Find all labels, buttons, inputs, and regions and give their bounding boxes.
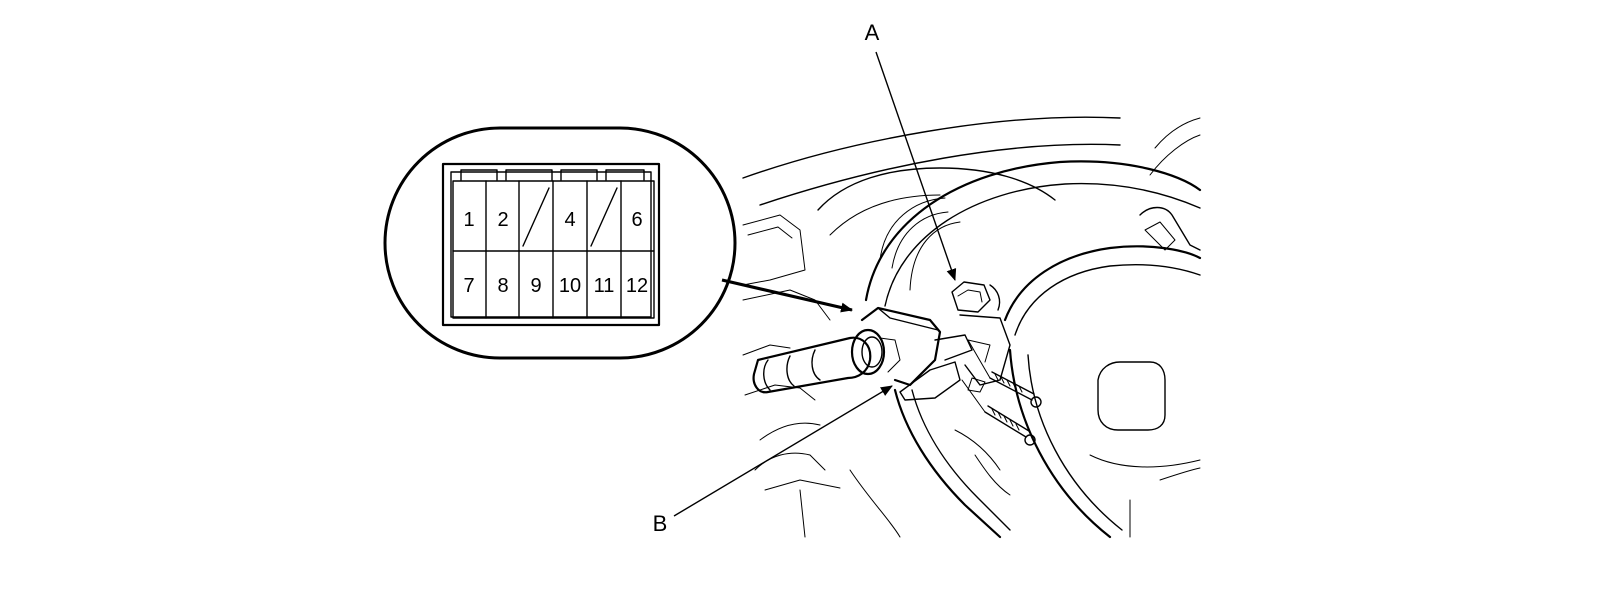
empty-cavity-mark (522, 187, 550, 247)
connector-housing (441, 162, 661, 327)
callout-b-label: B (653, 511, 668, 536)
pin-label: 4 (564, 209, 575, 231)
pin-label: 6 (631, 209, 642, 231)
pin-label: 1 (463, 209, 474, 231)
connector-inset: 1 2 4 6 7 8 9 10 11 12 (383, 126, 737, 360)
callout-b-leader (673, 385, 893, 517)
inset-pointer-arrow (721, 278, 853, 313)
inset-bubble (383, 126, 737, 360)
empty-cavity-mark (590, 187, 618, 247)
screw (989, 371, 1042, 408)
callout-a-label: A (865, 20, 880, 45)
pin-label: 2 (497, 209, 508, 231)
pin-label: 9 (530, 275, 541, 297)
pin-label: 12 (626, 275, 648, 297)
callout-a-leader (875, 51, 957, 281)
pin-label: 8 (497, 275, 508, 297)
dashboard-drawing (742, 116, 1202, 539)
pin-label: 10 (559, 275, 581, 297)
pin-label: 11 (594, 275, 615, 297)
screw (984, 405, 1036, 446)
pin-label: 7 (463, 275, 474, 297)
